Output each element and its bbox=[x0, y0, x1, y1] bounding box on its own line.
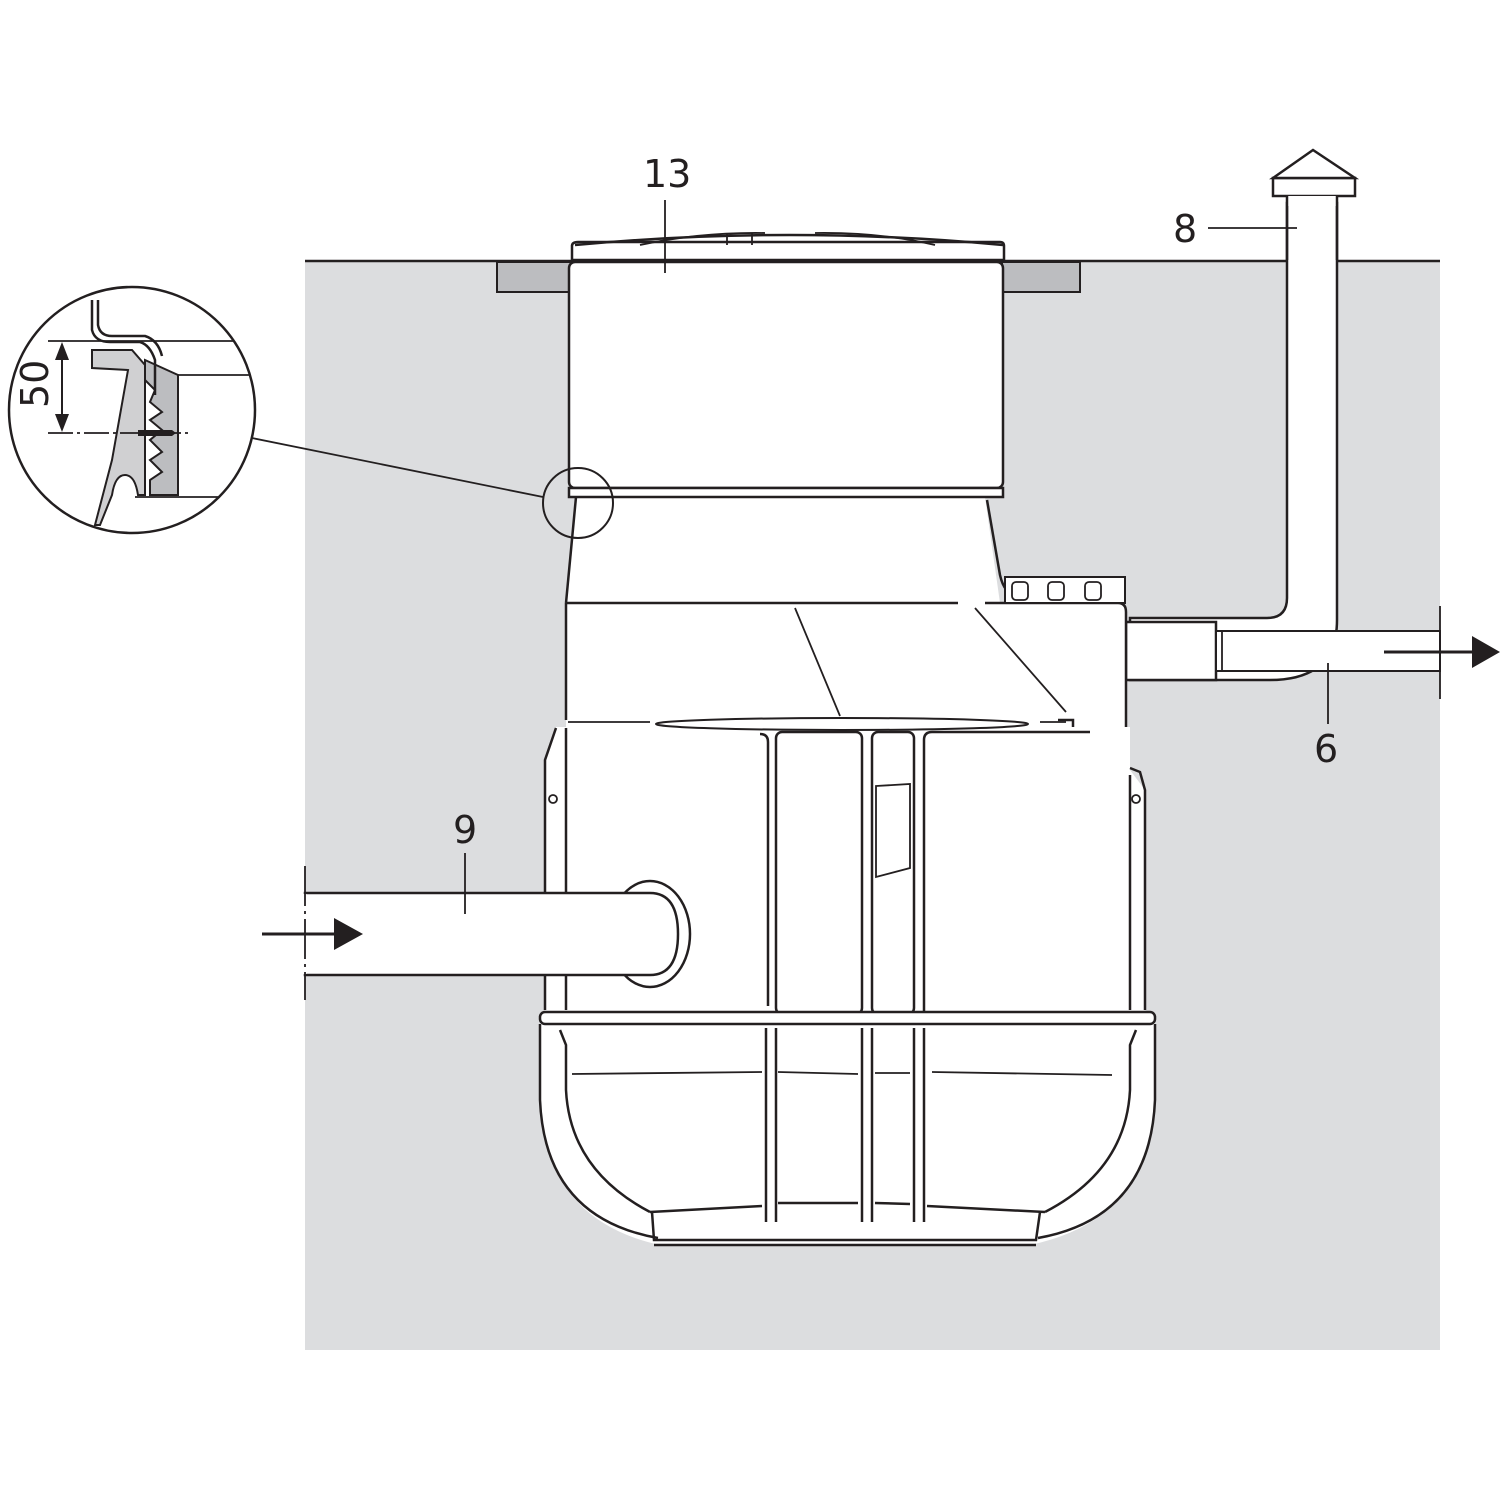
vent-cap-roof bbox=[1269, 148, 1360, 180]
callout-6: 6 bbox=[1314, 727, 1338, 771]
cable-gland-icons bbox=[1011, 581, 1102, 601]
callout-8: 8 bbox=[1173, 207, 1197, 251]
vent-cap bbox=[1271, 176, 1357, 198]
tank-body bbox=[538, 496, 1157, 1247]
inlet-arrow-right bbox=[262, 918, 363, 950]
shaft-extension-cover bbox=[567, 232, 1006, 499]
inlet-pipe bbox=[303, 866, 692, 1000]
callout-13: 13 bbox=[643, 152, 691, 196]
frame-left bbox=[496, 261, 574, 293]
detail-callout-circle bbox=[7, 285, 614, 539]
callout-9: 9 bbox=[453, 808, 477, 852]
frame-right bbox=[1001, 261, 1081, 293]
float-switch bbox=[875, 783, 911, 879]
dimension-50-label: 50 bbox=[13, 360, 57, 408]
outlet-arrow-right bbox=[1384, 636, 1500, 668]
